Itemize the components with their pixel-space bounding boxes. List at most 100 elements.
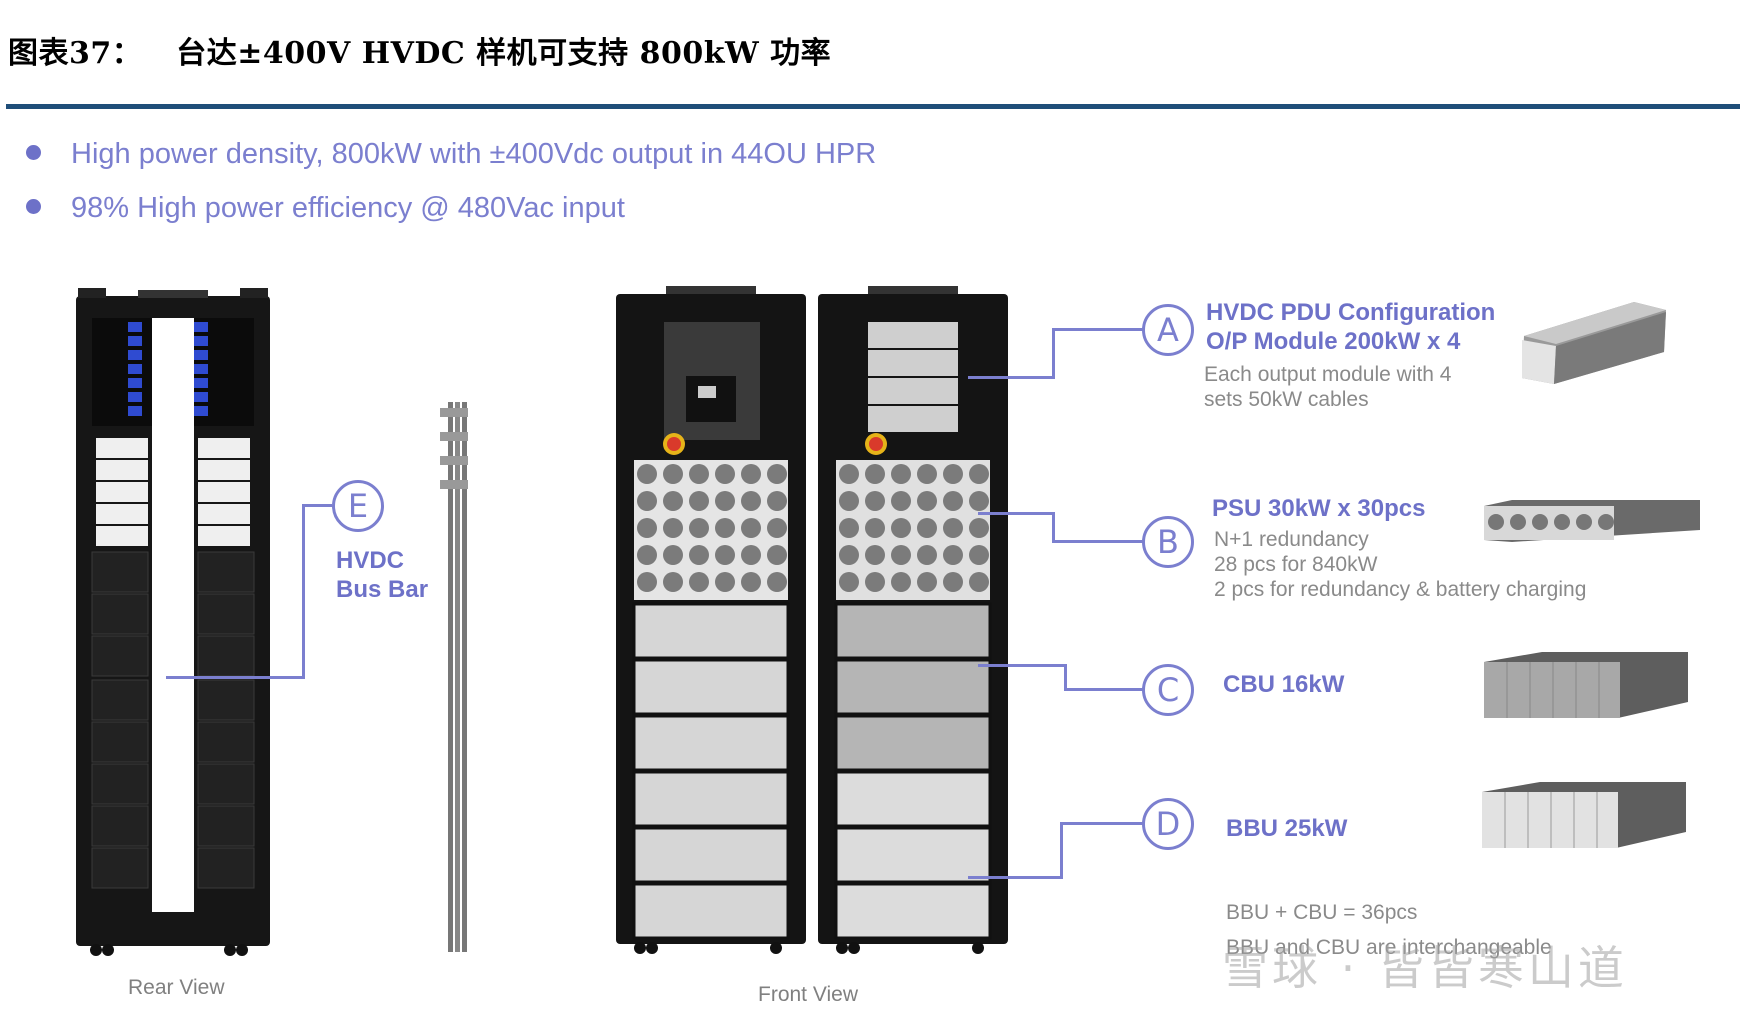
bullet-text: High power density, 800kW with ±400Vdc o… — [71, 138, 877, 170]
figure-number: 图表37： — [8, 36, 143, 71]
fan-icon — [663, 464, 683, 484]
fan-icon — [663, 545, 683, 565]
callout-b-title: PSU 30kW x 30pcs — [1212, 495, 1426, 522]
fan-icon — [969, 464, 989, 484]
module-shelf — [632, 826, 790, 884]
connector-line-d — [1060, 822, 1144, 825]
fan-icon — [839, 545, 859, 565]
note-interchangeable: BBU and CBU are interchangeable — [1226, 936, 1552, 959]
module-shelf — [632, 714, 790, 772]
module-shelf — [834, 826, 992, 884]
fan-icon — [839, 491, 859, 511]
callout-a-title-line: O/P Module 200kW x 4 — [1206, 328, 1461, 355]
pdu-module-icon — [1522, 302, 1666, 384]
fan-icon — [741, 572, 761, 592]
callout-a-title: HVDC PDU Configuration O/P Module 200kW … — [1206, 298, 1495, 356]
bullet-dot-icon — [26, 144, 41, 160]
fan-icon — [689, 572, 709, 592]
psu-shelf-icon — [1484, 500, 1700, 542]
callout-b-desc-line: 2 pcs for redundancy & battery charging — [1214, 578, 1587, 601]
callout-b-desc-line: N+1 redundancy — [1214, 528, 1369, 551]
bbu-shelf-icon — [1482, 782, 1686, 848]
fan-icon — [663, 518, 683, 538]
callout-d-title: BBU 25kW — [1226, 815, 1348, 842]
connector-line-b — [1052, 540, 1144, 543]
fan-icon — [689, 464, 709, 484]
callout-e-marker: E — [332, 480, 384, 532]
note-total-count: BBU + CBU = 36pcs — [1226, 901, 1418, 924]
fan-icon — [917, 518, 937, 538]
fan-icon — [741, 545, 761, 565]
fan-icon — [891, 572, 911, 592]
fan-icon — [917, 572, 937, 592]
module-shelf — [632, 770, 790, 828]
connector-line-b — [978, 512, 1054, 515]
bullet-item: High power density, 800kW with ±400Vdc o… — [26, 138, 876, 171]
fan-icon — [767, 518, 787, 538]
fan-icon — [943, 491, 963, 511]
fan-icon — [865, 464, 885, 484]
fan-icon — [891, 518, 911, 538]
fan-icon — [969, 572, 989, 592]
fan-icon — [663, 572, 683, 592]
callout-d-marker: D — [1142, 798, 1194, 850]
callout-a-desc-line: sets 50kW cables — [1204, 388, 1369, 411]
module-shelf — [632, 602, 790, 660]
module-shelf — [632, 882, 790, 940]
fan-icon — [865, 572, 885, 592]
fan-icon — [839, 572, 859, 592]
fan-icon — [917, 464, 937, 484]
figure-title: 图表37： 台达±400V HVDC 样机可支持 800kW 功率 — [8, 28, 831, 72]
fan-icon — [741, 464, 761, 484]
fan-icon — [969, 545, 989, 565]
callout-c-marker: C — [1142, 664, 1194, 716]
module-shelf — [834, 714, 992, 772]
connector-line-a — [1052, 328, 1144, 331]
callout-b-description: N+1 redundancy 28 pcs for 840kW 2 pcs fo… — [1214, 527, 1586, 602]
connector-line-b — [1052, 512, 1055, 542]
module-shelf — [834, 882, 992, 940]
fan-icon — [943, 545, 963, 565]
fan-icon — [969, 518, 989, 538]
module-shelf — [632, 658, 790, 716]
fan-icon — [741, 491, 761, 511]
callout-b-desc-line: 28 pcs for 840kW — [1214, 553, 1378, 576]
callout-a-marker: A — [1142, 304, 1194, 356]
fan-icon — [715, 545, 735, 565]
watermark: 雪球 · 皆皆寒山道 — [1222, 941, 1628, 995]
callout-b-marker: B — [1142, 516, 1194, 568]
fan-icon — [917, 491, 937, 511]
fan-icon — [715, 491, 735, 511]
fan-icon — [865, 545, 885, 565]
fan-icon — [969, 491, 989, 511]
fan-icon — [663, 491, 683, 511]
bus-bar-illustration — [440, 402, 472, 956]
front-rack-right-illustration — [818, 286, 1008, 956]
fan-icon — [767, 572, 787, 592]
fan-icon — [943, 518, 963, 538]
front-rack-right-icon — [818, 286, 1008, 954]
front-view-label: Front View — [758, 983, 858, 1006]
connector-line-e — [302, 504, 305, 679]
fan-icon — [865, 518, 885, 538]
rear-view-label: Rear View — [128, 976, 225, 999]
cbu-shelf-icon — [1484, 652, 1688, 718]
front-rack-left-icon — [616, 286, 806, 954]
bus-bar-icon — [440, 402, 468, 952]
fan-icon — [689, 545, 709, 565]
connector-line-c — [1064, 664, 1067, 690]
callout-e-title-line: Bus Bar — [336, 576, 429, 603]
connector-line-a — [968, 376, 1054, 379]
fan-icon — [917, 545, 937, 565]
fan-icon — [943, 464, 963, 484]
fan-icon — [689, 491, 709, 511]
connector-line-c — [1064, 688, 1144, 691]
figure-title-text: 台达±400V HVDC 样机可支持 800kW 功率 — [176, 36, 832, 71]
fan-icon — [767, 464, 787, 484]
fan-icon — [839, 464, 859, 484]
fan-icon — [865, 491, 885, 511]
rear-rack-icon — [76, 288, 270, 956]
module-shelf — [834, 602, 992, 660]
fan-icon — [891, 464, 911, 484]
callout-a-description: Each output module with 4 sets 50kW cabl… — [1204, 362, 1452, 412]
